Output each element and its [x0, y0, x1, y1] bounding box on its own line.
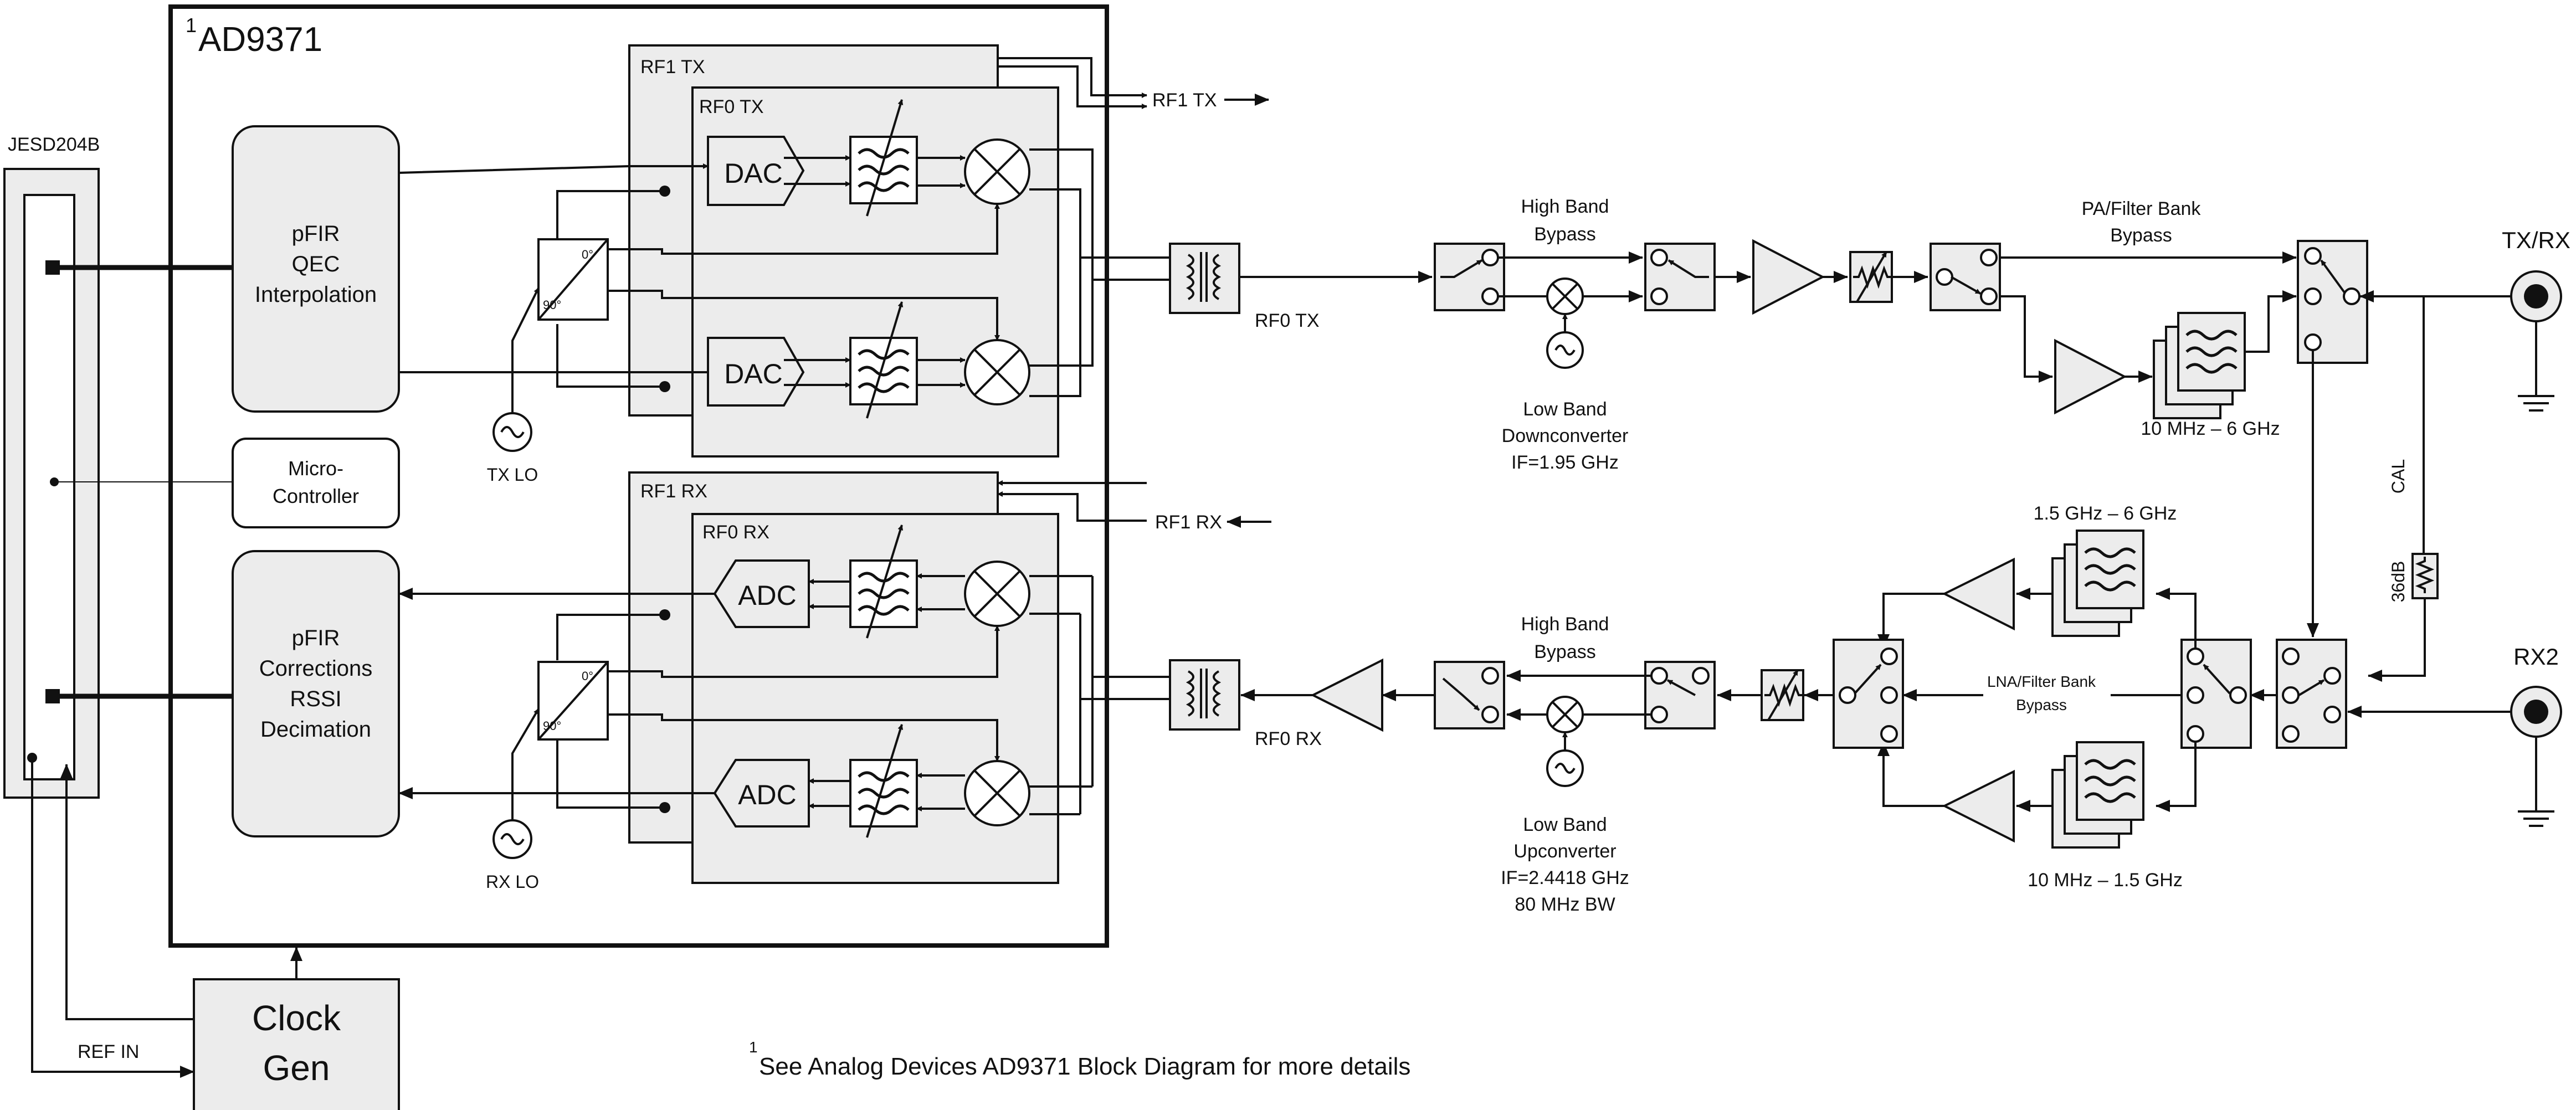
rf0-rx-label: RF0 RX	[702, 522, 769, 543]
rx-conv-line2: Upconverter	[1513, 841, 1616, 862]
rx-amp	[1310, 658, 1383, 732]
dsp-rx-line4: Decimation	[260, 717, 371, 742]
micro-line1: Micro-	[288, 457, 343, 480]
filter-rx-lower	[849, 759, 918, 828]
filter-tx-lower-tune	[866, 301, 904, 419]
rx-lna-line1: LNA/Filter Bank	[1987, 673, 2096, 690]
clock-line1: Clock	[252, 998, 341, 1038]
tx-splitter-deg0: 0°	[582, 248, 593, 261]
micro-controller-block	[232, 438, 400, 528]
rf1-rx-label: RF1 RX	[640, 481, 707, 502]
adc-upper-label: ADC	[738, 580, 797, 611]
jesd204b-inner	[23, 194, 75, 780]
chip-title: AD9371	[198, 20, 322, 59]
rx-filter-low: 10 MHz – 1.5 GHz	[2028, 870, 2183, 891]
rx-filter-high: 1.5 GHz – 6 GHz	[2034, 503, 2177, 524]
adc-lower	[713, 759, 810, 828]
dac-upper	[707, 136, 805, 206]
rx-lo-label: RX LO	[486, 872, 539, 892]
dsp-rx-block	[232, 550, 400, 837]
jesd-rx-node	[45, 689, 60, 703]
dsp-rx-line2: Corrections	[259, 656, 373, 681]
tx-filter-range: 10 MHz – 6 GHz	[2141, 418, 2280, 439]
rx-bypass-line2: Bypass	[1534, 641, 1596, 662]
tx-lo-label: TX LO	[487, 465, 538, 485]
footnote-text: See Analog Devices AD9371 Block Diagram …	[759, 1053, 1410, 1080]
jesd-label: JESD204B	[8, 134, 100, 155]
pa-filter-bank	[2177, 312, 2246, 392]
adc-lower-label: ADC	[738, 779, 797, 810]
rx-conv-line1: Low Band	[1523, 814, 1607, 835]
micro-line2: Controller	[273, 485, 359, 507]
rx2-label: RX2	[2513, 644, 2559, 670]
ref-in-label: REF IN	[78, 1041, 139, 1062]
rf1-rx-in-label: RF1 RX	[1155, 512, 1222, 533]
dac-upper-label: DAC	[724, 158, 783, 189]
clock-gen-block	[193, 978, 400, 1110]
txrx-label: TX/RX	[2502, 227, 2570, 253]
rf1-tx-label: RF1 TX	[640, 56, 705, 78]
tx-pa-line1: PA/Filter Bank	[2082, 198, 2202, 219]
tx-bypass-line1: High Band	[1521, 196, 1609, 217]
rx-conv-line4: 80 MHz BW	[1515, 894, 1615, 915]
lna-amp-low	[1942, 769, 2015, 843]
filter-rx-upper	[849, 559, 918, 628]
lna-filter-high	[2076, 530, 2144, 609]
filter-tx-upper	[849, 136, 918, 204]
rf0-rx-in-label: RF0 RX	[1255, 728, 1322, 749]
rx-balun	[1169, 659, 1240, 731]
tx-balun	[1169, 243, 1240, 314]
dac-lower	[707, 337, 805, 407]
jesd-tx-node	[45, 260, 60, 275]
dsp-rx-line1: pFIR	[292, 626, 340, 650]
footnote-sup: 1	[749, 1039, 758, 1056]
lna-filter-low	[2076, 741, 2144, 821]
rx-lna-line2: Bypass	[2016, 696, 2067, 713]
rx-splitter-deg90: 90°	[543, 719, 561, 733]
dsp-rx-line3: RSSI	[290, 687, 341, 711]
rx-splitter-deg0: 0°	[582, 669, 593, 683]
dac-lower-label: DAC	[724, 358, 783, 389]
dsp-tx-line1: pFIR	[292, 222, 340, 246]
tx-conv-line3: IF=1.95 GHz	[1511, 452, 1619, 473]
rf0-tx-label: RF0 TX	[699, 96, 764, 117]
dsp-tx-block	[232, 125, 400, 413]
chip-title-sup: 1	[186, 14, 197, 37]
rx-bypass-line1: High Band	[1521, 614, 1609, 635]
cal-atten-label: 36dB	[2388, 561, 2408, 603]
tx-conv-line2: Downconverter	[1502, 425, 1629, 446]
adc-upper	[713, 559, 810, 628]
rf1-tx-out-label: RF1 TX	[1152, 90, 1217, 111]
filter-tx-upper-tune	[866, 99, 904, 217]
filter-tx-lower	[849, 337, 918, 405]
clock-line2: Gen	[263, 1048, 330, 1088]
tx-bypass-line2: Bypass	[1534, 224, 1596, 245]
tx-amp-1	[1752, 239, 1825, 315]
dsp-tx-line3: Interpolation	[255, 282, 377, 307]
tx-pa-line2: Bypass	[2110, 225, 2172, 246]
lna-amp-high	[1942, 557, 2015, 631]
dsp-tx-line2: QEC	[292, 252, 340, 276]
rf0-tx-out-label: RF0 TX	[1255, 310, 1320, 331]
tx-splitter-deg90: 90°	[543, 298, 561, 312]
pa-amp	[2054, 338, 2127, 415]
cal-label: CAL	[2388, 459, 2408, 494]
rx-conv-line3: IF=2.4418 GHz	[1501, 867, 1629, 888]
tx-conv-line1: Low Band	[1523, 399, 1607, 420]
